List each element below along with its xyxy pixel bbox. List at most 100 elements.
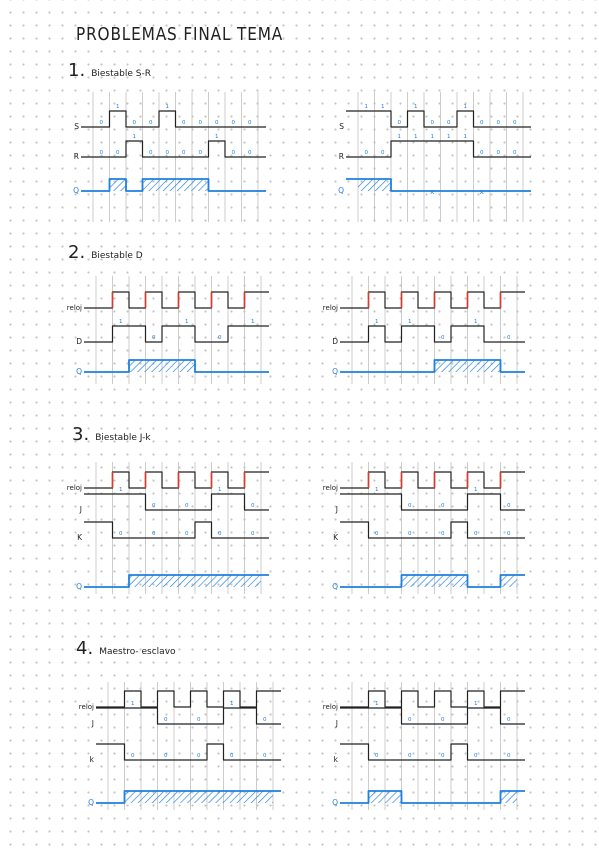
section-name: Maestro- esclavo [99,647,176,657]
level-mark: 0 [441,335,445,341]
signal-label-d: D [76,337,82,346]
level-mark: 0 [133,120,137,126]
waveform-j [340,493,525,511]
signal-label-reloj: reloj [323,484,338,492]
output-high-hatch [358,179,375,191]
level-mark: 1 [408,319,412,325]
output-high-hatch [240,791,257,803]
level-mark: 0 [263,717,267,723]
level-mark: 1 [474,487,478,493]
level-mark: 0 [497,150,501,156]
level-mark: 0 [152,335,156,341]
output-high-hatch [368,791,385,803]
level-mark: 1 [431,134,435,140]
signal-label-d: D [332,337,338,346]
level-mark: 0 [474,531,478,537]
waveform-s [346,110,531,128]
output-high-hatch [162,360,179,372]
signal-label-r: R [339,152,344,161]
level-mark: 0 [218,335,222,341]
level-mark: 0 [248,120,252,126]
level-mark: 0 [507,531,511,537]
waveform-j [84,493,269,511]
waveform-d [84,325,269,343]
level-mark: 0 [441,753,445,759]
output-high-hatch [129,575,146,587]
level-mark: 0 [447,120,451,126]
signal-label-j: J [335,505,338,514]
waveform-r [81,140,266,158]
level-mark: 1 [375,487,379,493]
waveform-q [84,359,269,373]
waveform-reloj [96,690,281,708]
section-heading-1: 1.Biestable S-R [68,60,151,81]
section-heading-4: 4.Maestro- esclavo [76,638,176,659]
undefined-mark: x [430,188,434,196]
level-mark: 1 [230,701,234,707]
level-mark: 0 [408,531,412,537]
level-mark: 0 [215,120,219,126]
level-mark: 0 [185,531,189,537]
section-number: 1. [68,60,86,81]
output-high-hatch [467,360,484,372]
level-mark: 0 [507,503,511,509]
level-mark: 1 [365,104,369,110]
signal-label-j: J [91,719,94,728]
level-mark: 0 [441,717,445,723]
output-high-hatch [190,791,207,803]
signal-label-j: J [79,505,82,514]
output-high-hatch [129,360,146,372]
level-mark: 1 [166,104,170,110]
level-mark: 0 [100,150,104,156]
level-mark: 0 [166,150,170,156]
level-mark: 1 [398,134,402,140]
output-high-hatch [211,575,228,587]
level-mark: 1 [133,134,137,140]
waveform-j [340,707,525,725]
signal-label-k: k [90,755,95,764]
signal-label-q: Q [338,186,344,195]
section-name: Biestable J-k [95,433,151,443]
level-mark: 1 [375,319,379,325]
level-mark: 0 [507,717,511,723]
waveform-q [340,790,525,804]
level-mark: 0 [513,120,517,126]
output-high-hatch [434,575,451,587]
level-mark: 1 [218,487,222,493]
level-mark: 0 [474,753,478,759]
level-mark: 0 [131,753,135,759]
level-mark: 0 [408,503,412,509]
level-mark: 0 [480,150,484,156]
signal-label-s: S [74,122,79,131]
page-title: PROBLEMAS FINAL TEMA [76,24,284,45]
output-high-hatch [451,360,468,372]
level-mark: 0 [507,335,511,341]
signal-label-q: Q [76,582,82,591]
signal-label-q: Q [73,186,79,195]
signal-label-q: Q [88,798,94,807]
level-mark: 1 [375,701,379,707]
level-mark: 1 [414,134,418,140]
signal-label-reloj: reloj [323,703,338,711]
level-mark: 0 [232,150,236,156]
level-mark: 0 [441,503,445,509]
waveform-j [96,707,281,725]
level-mark: 0 [398,120,402,126]
level-mark: 1 [464,104,468,110]
level-mark: 1 [474,701,478,707]
level-mark: 0 [197,717,201,723]
level-mark: 0 [185,503,189,509]
output-high-hatch [141,791,158,803]
output-high-hatch [174,791,191,803]
signal-label-reloj: reloj [67,484,82,492]
signal-label-s: S [339,122,344,131]
waveform-k [96,743,281,761]
waveform-s [81,110,266,128]
output-high-hatch [109,179,126,191]
level-mark: 0 [152,531,156,537]
output-high-hatch [484,360,501,372]
